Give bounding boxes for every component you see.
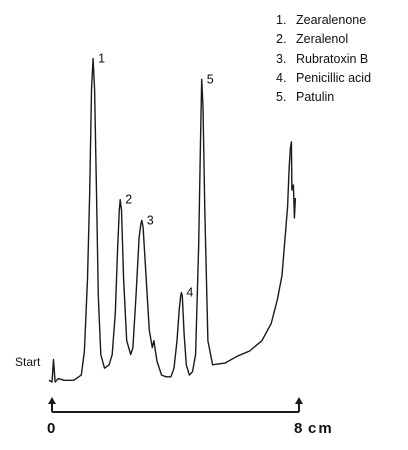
legend-item: 1. Zearalenone (276, 11, 371, 30)
legend-item-label: Rubratoxin B (296, 51, 369, 66)
legend-item: 4. Penicillic acid (276, 69, 371, 88)
axis-tick-label: 0 (47, 420, 55, 437)
peak-label: 4 (186, 286, 193, 300)
start-label: Start (15, 355, 41, 369)
scale-arrow-left-icon (48, 397, 56, 404)
legend-item-label: Patulin (296, 90, 335, 105)
legend-item-number: 5. (276, 90, 287, 105)
legend-item: 3. Rubratoxin B (276, 50, 371, 69)
legend-item-label: Penicillic acid (296, 70, 372, 85)
chromatogram-trace (48, 57, 292, 383)
scale-arrow-right-icon (295, 397, 303, 404)
legend-item-number: 4. (276, 70, 287, 85)
legend-item-number: 1. (276, 13, 287, 27)
axis-tick-label: 8 (294, 420, 302, 437)
trace-end-spike (289, 141, 297, 219)
legend-item: 2. Zeralenol (276, 30, 371, 49)
axis-unit-label: cm (308, 420, 334, 437)
peak-label: 1 (98, 52, 105, 66)
legend-item: 5. Patulin (276, 88, 371, 107)
legend-item-number: 2. (276, 32, 287, 47)
peak-label: 2 (125, 193, 132, 207)
peak-label: 5 (207, 72, 214, 86)
peak-label: 3 (147, 213, 154, 227)
legend-item-label: Zeralenol (296, 32, 349, 47)
legend-item-label: Zearalenone (296, 13, 367, 27)
peak-legend: 1. Zearalenone 2. Zeralenol 3. Rubratoxi… (276, 11, 371, 107)
legend-item-number: 3. (276, 51, 287, 66)
